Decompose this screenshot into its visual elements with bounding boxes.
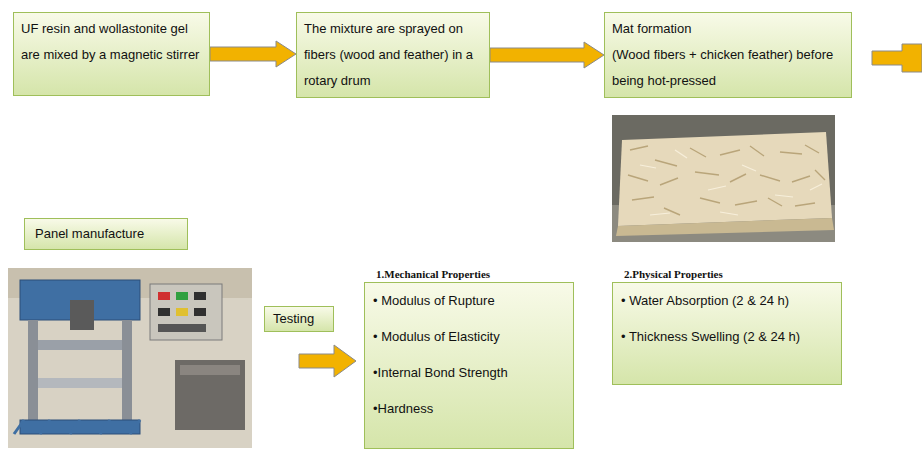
property-item: •Internal Bond Strength <box>373 355 565 391</box>
process-box: Testing <box>264 306 334 332</box>
process-box: Panel manufacture <box>24 218 188 250</box>
group-heading: 2.Physical Properties <box>612 266 842 282</box>
block-arrow <box>299 345 356 377</box>
box-text: (Wood fibers + chicken feather) before b… <box>612 42 844 94</box>
box-text: UF resin and wollastonite gel are mixed … <box>21 16 202 68</box>
process-box: UF resin and wollastonite gel are mixed … <box>13 12 210 96</box>
property-item: •Hardness <box>373 391 565 427</box>
box-text: Testing <box>273 307 325 331</box>
property-box: 2.Physical Properties• Water Absorption … <box>612 266 842 385</box>
property-item: • Water Absorption (2 & 24 h) <box>621 283 833 319</box>
press-photo <box>8 268 252 448</box>
box-heading: Mat formation <box>612 16 844 42</box>
property-item: • Modulus of Elasticity <box>373 319 565 355</box>
mat-photo <box>612 115 835 242</box>
property-item: • Modulus of Rupture <box>373 283 565 319</box>
process-box: The mixture are sprayed on fibers (wood … <box>296 12 490 98</box>
property-box: 1.Mechanical Properties• Modulus of Rupt… <box>364 266 574 449</box>
flow-arrow <box>490 42 604 68</box>
block-arrow <box>872 44 922 72</box>
flow-arrow <box>210 41 296 67</box>
property-panel: • Water Absorption (2 & 24 h)• Thickness… <box>612 282 842 385</box>
property-panel: • Modulus of Rupture• Modulus of Elastic… <box>364 282 574 449</box>
group-heading: 1.Mechanical Properties <box>364 266 574 282</box>
box-text: The mixture are sprayed on fibers (wood … <box>304 16 482 94</box>
box-text: Panel manufacture <box>35 221 177 247</box>
process-box: Mat formation(Wood fibers + chicken feat… <box>604 12 852 98</box>
property-item: • Thickness Swelling (2 & 24 h) <box>621 319 833 355</box>
